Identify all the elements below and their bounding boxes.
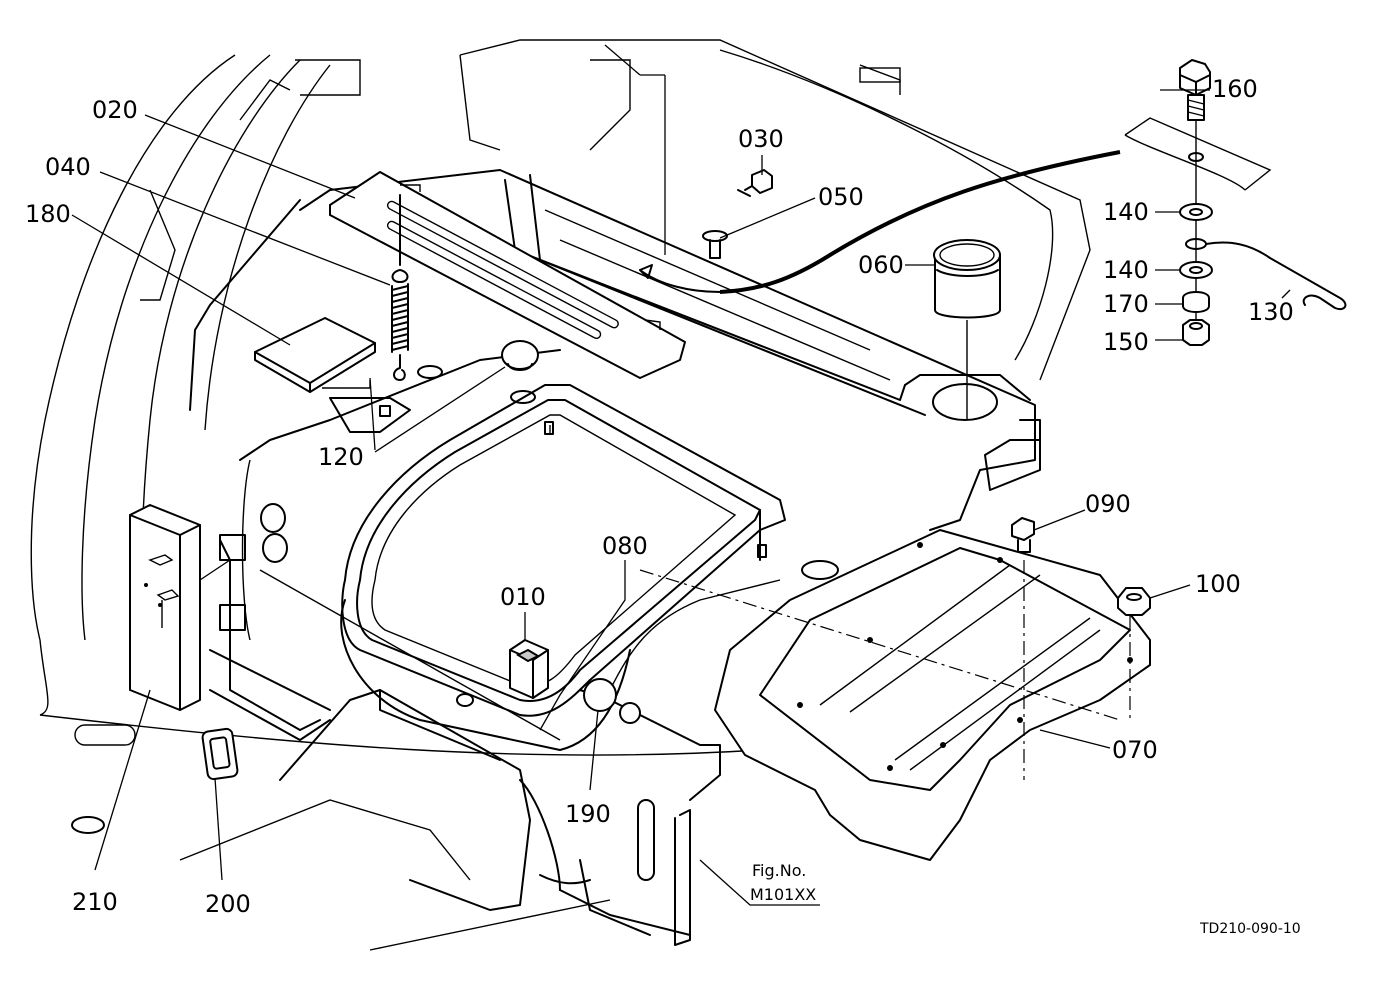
part-010-block (509, 639, 549, 699)
label-050: 050 (818, 183, 864, 211)
label-080: 080 (602, 532, 648, 560)
figure-reference: Fig.No. M101XX TD210-090-10 (750, 861, 1301, 937)
label-190: 190 (565, 800, 611, 828)
fig-no-number: M101XX (750, 885, 816, 904)
label-070: 070 (1112, 736, 1158, 764)
part-200-grommet (201, 727, 239, 781)
part-090-bolt (1011, 517, 1035, 553)
label-170: 170 (1103, 290, 1149, 318)
label-060: 060 (858, 251, 904, 279)
leader-lines (71, 44, 1291, 906)
label-140-bottom: 140 (1103, 256, 1149, 284)
label-040: 040 (45, 153, 91, 181)
label-160: 160 (1212, 75, 1258, 103)
label-100: 100 (1195, 570, 1241, 598)
cable (639, 150, 1121, 294)
label-210: 210 (72, 888, 118, 916)
label-120: 120 (318, 443, 364, 471)
knobs (456, 340, 641, 724)
part-100-nut (1117, 587, 1151, 616)
fig-no-label: Fig.No. (752, 861, 806, 880)
drawing-code: TD210-090-10 (1199, 921, 1301, 937)
part-040-spring (391, 194, 409, 381)
label-150: 150 (1103, 328, 1149, 356)
part-180-pad (254, 317, 376, 393)
label-090: 090 (1085, 490, 1131, 518)
part-020-plate (329, 171, 686, 379)
label-010: 010 (500, 583, 546, 611)
label-180: 180 (25, 200, 71, 228)
part-210-cover (129, 504, 201, 711)
part-070-floor-plate (639, 529, 1151, 861)
label-130: 130 (1248, 298, 1294, 326)
part-050-pin (702, 230, 728, 259)
label-200: 200 (205, 890, 251, 918)
part-030-bolt (737, 169, 773, 197)
rear-panel (459, 39, 1091, 381)
label-020: 020 (92, 96, 138, 124)
part-060-cup (933, 239, 1001, 420)
part-labels: 020 040 180 120 030 050 060 160 140 140 … (25, 75, 1294, 918)
label-140-top: 140 (1103, 198, 1149, 226)
label-030: 030 (738, 125, 784, 153)
fender-outline (30, 54, 761, 756)
lower-step (179, 579, 781, 951)
part-080-seal (341, 384, 786, 717)
